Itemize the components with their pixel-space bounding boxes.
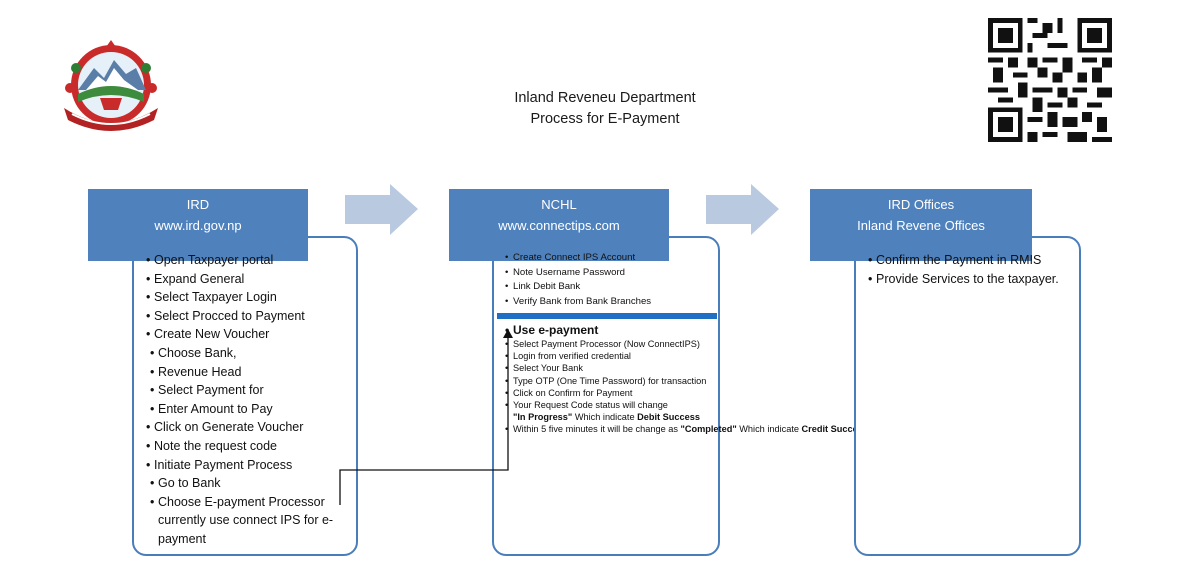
list-item: Note the request code <box>146 437 338 456</box>
title-line-1: Inland Reveneu Department <box>514 90 696 106</box>
offices-title: IRD Offices <box>887 197 955 212</box>
indicate-text: Which indicate <box>736 424 802 435</box>
credit-success-label: Credit Success <box>801 424 868 435</box>
list-item: Enter Amount to Pay <box>146 400 338 419</box>
nepal-government-emblem-icon <box>64 40 158 131</box>
list-item: Select Procced to Payment <box>146 307 338 326</box>
offices-subtitle: Inland Revene Offices <box>857 218 985 233</box>
nchl-title: NCHL <box>541 197 577 212</box>
right-arrow-icon <box>706 184 779 235</box>
right-arrow-icon <box>345 184 418 235</box>
ird-subtitle: www.ird.gov.np <box>154 218 242 233</box>
within-five-minutes-text: Within 5 five minutes it will be change … <box>513 424 681 435</box>
list-item: Within 5 five minutes it will be change … <box>505 423 868 435</box>
page-title: Inland Reveneu Department Process for E-… <box>440 88 770 130</box>
list-item: Select Payment for <box>146 381 338 400</box>
list-item: Link Debit Bank <box>505 280 651 295</box>
debit-success-label: Debit Success <box>637 412 700 423</box>
list-item: Click on Confirm for Payment <box>505 387 710 399</box>
list-item: Choose E-payment Processor currently use… <box>146 493 338 549</box>
list-item: Go to Bank <box>146 474 338 493</box>
list-item: Create Connect IPS Account <box>505 251 651 266</box>
list-item: Revenue Head <box>146 363 338 382</box>
list-item: Choose Bank, <box>146 344 338 363</box>
nchl-subtitle: www.connectips.com <box>498 218 620 233</box>
ird-header: IRD www.ird.gov.np <box>88 189 308 261</box>
list-item: Note Username Password <box>505 266 651 281</box>
ird-steps-list: Open Taxpayer portal Expand General Sele… <box>146 251 338 549</box>
list-item: Create New Voucher <box>146 325 338 344</box>
list-item: Provide Services to the taxpayer. <box>868 270 1068 289</box>
list-item: Expand General <box>146 270 338 289</box>
ird-title: IRD <box>186 197 210 212</box>
offices-steps-box <box>854 236 1081 556</box>
completed-label: "Completed" <box>680 424 737 435</box>
list-item: Verify Bank from Bank Branches <box>505 295 651 310</box>
list-item: Login from verified credential <box>505 350 710 362</box>
nchl-setup-list: Create Connect IPS Account Note Username… <box>505 251 651 309</box>
list-item: Select Your Bank <box>505 362 710 374</box>
offices-header: IRD Offices Inland Revene Offices <box>810 189 1032 261</box>
list-item: Initiate Payment Process <box>146 456 338 475</box>
section-divider <box>497 313 717 319</box>
list-item: Select Taxpayer Login <box>146 288 338 307</box>
offices-steps-list: Confirm the Payment in RMIS Provide Serv… <box>868 251 1068 288</box>
list-item: Open Taxpayer portal <box>146 251 338 270</box>
indicate-text: Which indicate <box>572 412 638 423</box>
title-line-2: Process for E-Payment <box>530 111 680 127</box>
request-status-text: Your Request Code status will change <box>513 400 668 411</box>
list-item: Select Payment Processor (Now ConnectIPS… <box>505 338 710 350</box>
list-item: Type OTP (One Time Password) for transac… <box>505 375 710 387</box>
qr-code-icon <box>988 18 1112 142</box>
in-progress-label: "In Progress" <box>513 412 573 423</box>
use-epayment-heading: Use e-payment <box>505 322 710 338</box>
list-item: Confirm the Payment in RMIS <box>868 251 1068 270</box>
list-item: Your Request Code status will change"In … <box>505 399 710 423</box>
nchl-use-list: Use e-payment Select Payment Processor (… <box>505 322 868 436</box>
list-item: Click on Generate Voucher <box>146 418 338 437</box>
nchl-header: NCHL www.connectips.com <box>449 189 669 261</box>
